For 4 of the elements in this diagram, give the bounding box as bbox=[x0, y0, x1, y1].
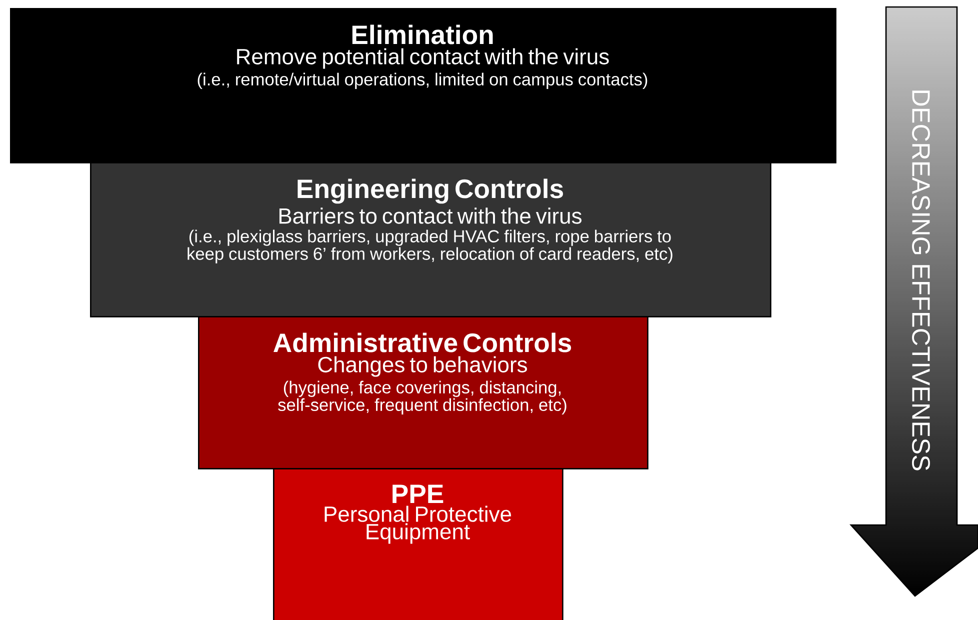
level-box: PPE Personal Protective Equipment bbox=[273, 468, 564, 620]
level-box: Administrative Controls Changes to behaviors (hygiene, face coverings, distancing, self-service, frequent disinfection, etc) bbox=[198, 316, 648, 470]
level-box: Elimination Remove potential contact with the virus (i.e., remote/virtual operations, limited on campus contacts) bbox=[10, 8, 836, 164]
level-box: Engineering Controls Barriers to contact with the virus (i.e., plexiglass barriers, upgraded HVAC filters, rope barriers to keep customers 6’ from workers, relocation of card readers, etc) bbox=[90, 162, 772, 318]
